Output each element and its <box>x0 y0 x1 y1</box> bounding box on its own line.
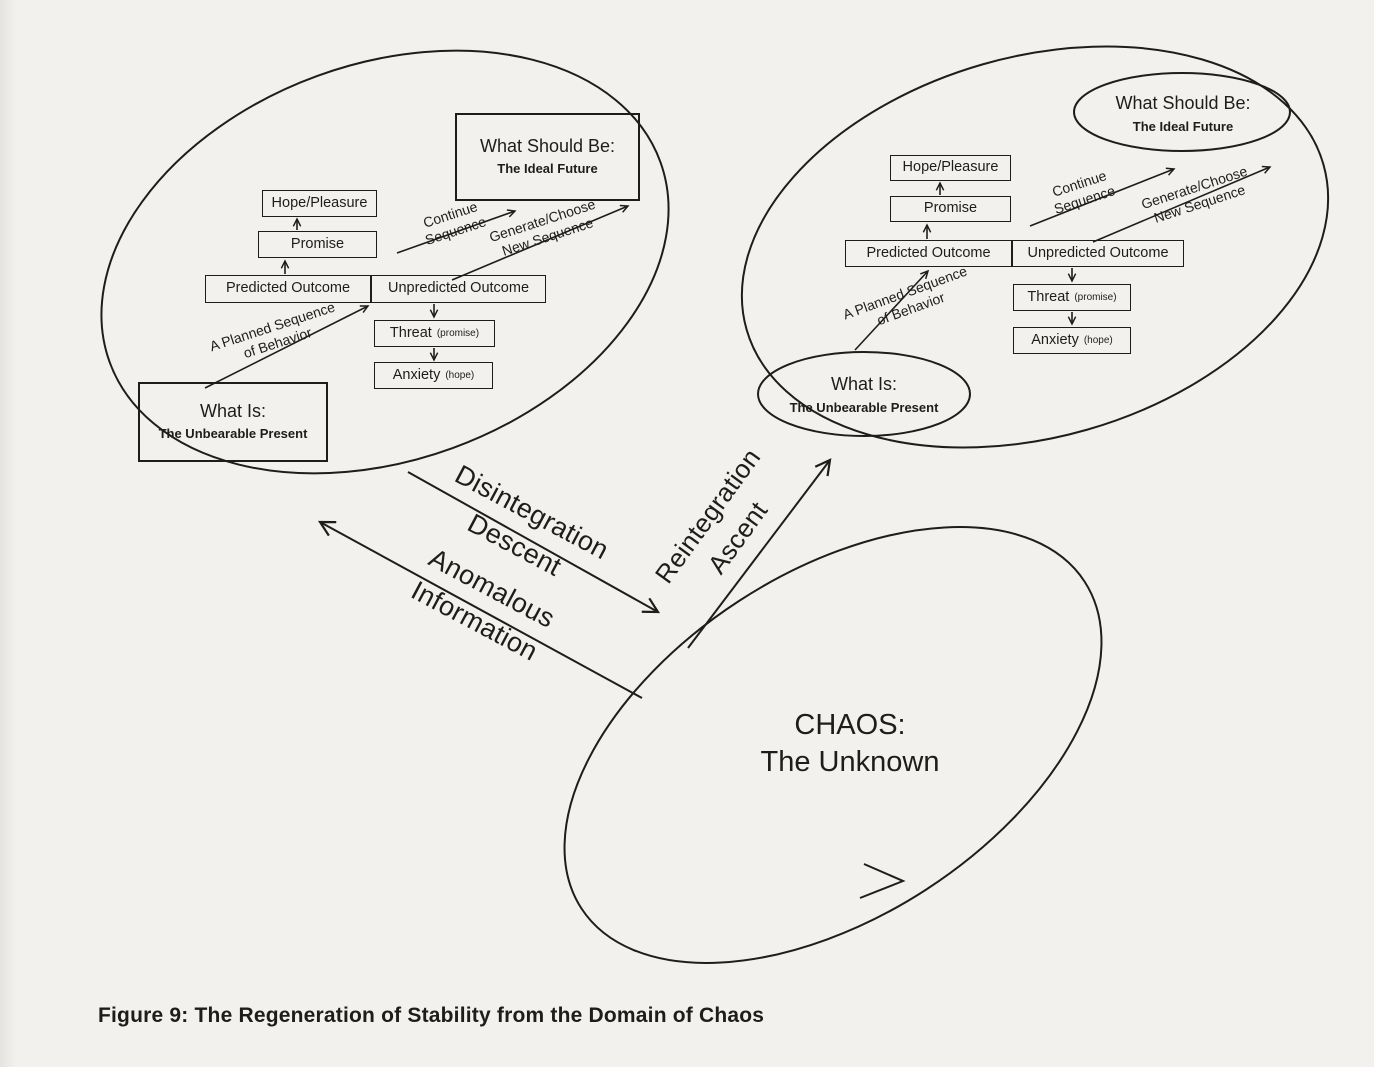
right-what-is-oval <box>757 351 971 437</box>
right-continue-sequence-arrow <box>1029 167 1176 227</box>
right-what-should-be-label: What Should Be: The Ideal Future <box>1078 82 1288 144</box>
left-anxiety-box: Anxiety (hope) <box>374 362 493 389</box>
right-planned-sequence-arrow <box>854 269 930 351</box>
left-predicted-outcome-box: Predicted Outcome <box>205 275 371 303</box>
reintegration-ascent-arrow <box>687 458 832 649</box>
left-generate-sequence-arrow <box>451 204 630 281</box>
promise-label: Promise <box>290 235 345 252</box>
right-what-should-be-oval <box>1073 72 1291 152</box>
chaos-label: CHAOS: The Unknown <box>700 707 1000 781</box>
threat-label: Threat <box>1027 288 1070 305</box>
left-promise-box: Promise <box>258 231 377 258</box>
what-is-subtitle: The Unbearable Present <box>158 426 308 442</box>
anomalous-information-arrow <box>317 520 643 699</box>
anxiety-label: Anxiety <box>392 366 441 383</box>
right-stability-ellipse <box>740 45 1330 449</box>
right-promise-box: Promise <box>890 196 1011 222</box>
right-what-is-label: What Is: The Unbearable Present <box>760 364 968 424</box>
figure-caption: Figure 9: The Regeneration of Stability … <box>98 1004 765 1027</box>
predicted-outcome-label: Predicted Outcome <box>866 244 991 261</box>
right-threat-box: Threat (promise) <box>1013 284 1131 311</box>
anxiety-note: (hope) <box>445 370 475 381</box>
right-anxiety-box: Anxiety (hope) <box>1013 327 1131 354</box>
hope-pleasure-label: Hope/Pleasure <box>902 159 999 176</box>
chaos-ellipse <box>563 526 1103 964</box>
anxiety-note: (hope) <box>1083 335 1113 346</box>
left-what-should-be-box: What Should Be: The Ideal Future <box>455 113 640 201</box>
chaos-rotation-arrowhead-icon <box>859 863 906 899</box>
hope-pleasure-label: Hope/Pleasure <box>271 194 368 211</box>
what-is-subtitle: The Unbearable Present <box>789 399 939 415</box>
threat-label: Threat <box>389 324 432 341</box>
what-should-be-title: What Should Be: <box>1115 92 1251 113</box>
what-is-title: What Is: <box>199 401 266 422</box>
promise-label: Promise <box>923 200 978 217</box>
left-continue-sequence-arrow <box>396 209 517 254</box>
left-threat-box: Threat (promise) <box>374 320 495 347</box>
chaos-subtitle: The Unknown <box>760 746 940 778</box>
what-should-be-title: What Should Be: <box>479 136 616 157</box>
what-is-title: What Is: <box>830 373 897 394</box>
right-unpredicted-outcome-box: Unpredicted Outcome <box>1012 240 1184 267</box>
left-unpredicted-outcome-box: Unpredicted Outcome <box>371 275 546 303</box>
disintegration-descent-arrow <box>407 471 661 614</box>
unpredicted-outcome-label: Unpredicted Outcome <box>1027 244 1169 261</box>
threat-note: (promise) <box>1074 292 1117 303</box>
right-predicted-outcome-box: Predicted Outcome <box>845 240 1012 267</box>
predicted-outcome-label: Predicted Outcome <box>225 280 351 297</box>
right-hope-pleasure-box: Hope/Pleasure <box>890 155 1011 181</box>
left-what-is-box: What Is: The Unbearable Present <box>138 382 328 462</box>
unpredicted-outcome-label: Unpredicted Outcome <box>387 280 530 297</box>
left-planned-sequence-arrow <box>204 305 370 389</box>
chaos-title: CHAOS: <box>794 709 906 741</box>
left-stability-ellipse <box>100 49 670 475</box>
what-should-be-subtitle: The Ideal Future <box>1132 118 1234 134</box>
right-generate-sequence-arrow <box>1092 165 1272 243</box>
anxiety-label: Anxiety <box>1031 331 1079 348</box>
threat-note: (promise) <box>436 328 480 339</box>
what-should-be-subtitle: The Ideal Future <box>497 161 598 177</box>
left-hope-pleasure-box: Hope/Pleasure <box>262 190 377 217</box>
